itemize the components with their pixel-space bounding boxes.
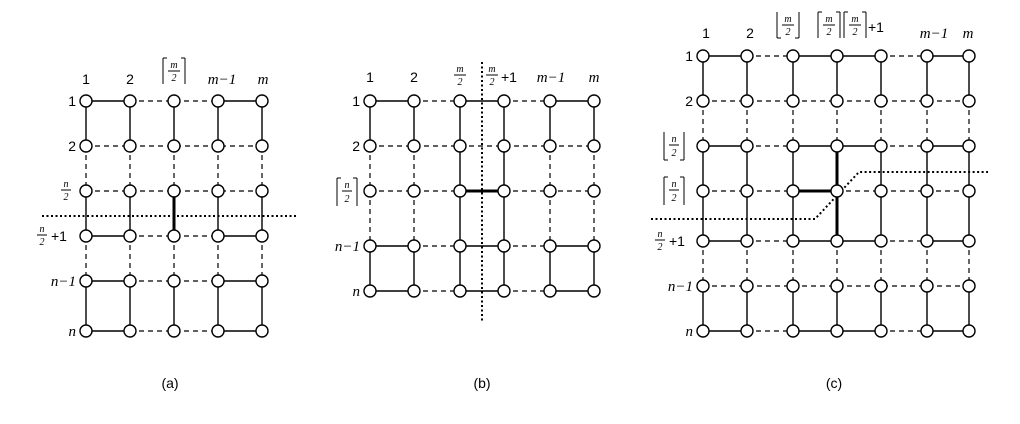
svg-text:m: m [851,14,858,25]
panel-b-caption: (b) [473,375,490,391]
svg-text:2: 2 [672,148,677,159]
svg-text:m: m [825,14,832,25]
panel-a-col-label: m [258,72,269,88]
panel-b-edges [369,100,595,292]
panel-b-col-label-m2-plus1: m 2 +1 [486,64,517,88]
panel-b-row-label: 2 [352,138,360,154]
panel-b-col-label: m [589,70,600,86]
svg-text:+1: +1 [51,228,67,244]
panel-c-col-label: 2 [746,25,754,41]
svg-text:2: 2 [64,192,69,203]
panel-c-row-label-n2-plus1: n 2 +1 [655,229,685,253]
panel-c-col-label-floor-m2: m 2 [776,12,800,39]
svg-text:m: m [784,14,791,25]
svg-text:+1: +1 [669,233,685,249]
svg-text:2: 2 [490,77,495,88]
svg-text:n: n [658,229,663,240]
panel-c-row-label: 2 [685,93,693,109]
svg-text:2: 2 [458,77,463,88]
panel-a-edges [85,100,263,332]
svg-text:n: n [672,179,677,190]
panel-a-col-label: 1 [82,71,90,87]
panel-b-col-label: m−1 [537,70,565,86]
svg-text:2: 2 [658,242,663,253]
svg-text:m: m [456,64,463,75]
svg-text:2: 2 [40,237,45,248]
panel-b-row-label: n [353,284,361,300]
panel-a-row-label-n2: n 2 [61,179,71,203]
panel-b-col-label: 2 [410,69,418,85]
panel-c-col-label-ceil-m2: m 2 [817,11,841,38]
svg-text:2: 2 [672,193,677,204]
svg-text:2: 2 [345,194,350,205]
panel-b-nodes [363,94,601,298]
panel-c-caption: (c) [826,375,842,391]
panel-a-row-label: n [69,324,77,340]
panel-c: 1 2 m 2 m 2 m 2 +1 m−1 m 1 2 n [651,11,988,391]
svg-text:+1: +1 [868,19,884,35]
panel-b-col-label: 1 [366,69,374,85]
panel-c-row-label: n [686,324,694,340]
svg-text:n: n [345,180,350,191]
panel-c-row-label: 1 [685,48,693,64]
panel-b-row-label: n−1 [335,239,360,255]
panel-a-col-label-ceil-m2: m 2 [162,57,186,84]
panel-c-row-label: n−1 [668,279,693,295]
svg-text:n: n [40,224,45,235]
panel-a-caption: (a) [161,375,178,391]
svg-text:m: m [488,64,495,75]
panel-c-row-label-floor-n2: n 2 [663,132,685,161]
panel-a-row-label: 2 [68,138,76,154]
panel-c-cut-line [651,171,988,220]
svg-text:2: 2 [827,27,832,38]
panel-c-row-label-ceil-n2: n 2 [663,176,685,205]
panel-c-col-label: m [963,26,974,42]
panel-a-col-label: m−1 [208,72,236,88]
panel-a-col-label: 2 [126,71,134,87]
svg-text:n: n [64,179,69,190]
panel-b-col-label-m2: m 2 [454,64,466,88]
svg-text:2: 2 [172,73,177,84]
svg-text:2: 2 [786,27,791,38]
panel-c-col-label-ceil-m2-plus1: m 2 +1 [843,11,884,38]
svg-text:n: n [672,134,677,145]
panel-a-nodes [79,94,269,338]
panel-b-row-label: 1 [352,93,360,109]
panel-c-nodes [696,49,976,338]
svg-text:2: 2 [853,27,858,38]
panel-a: 1 2 m 2 m−1 m 1 2 n 2 n 2 +1 n−1 n (a) [37,57,296,391]
panel-a-row-label: n−1 [51,274,76,290]
panel-a-row-label: 1 [68,93,76,109]
panel-c-col-label: 1 [702,25,710,41]
panel-a-row-label-n2-plus1: n 2 +1 [37,224,67,248]
panel-b-row-label-ceil-n2: n 2 [336,177,358,206]
svg-text:+1: +1 [501,69,517,85]
svg-text:m: m [170,60,177,71]
panel-b: 1 2 m 2 m 2 +1 m−1 m 1 2 n 2 n−1 n (b) [335,62,601,391]
panel-c-col-label: m−1 [920,26,948,42]
